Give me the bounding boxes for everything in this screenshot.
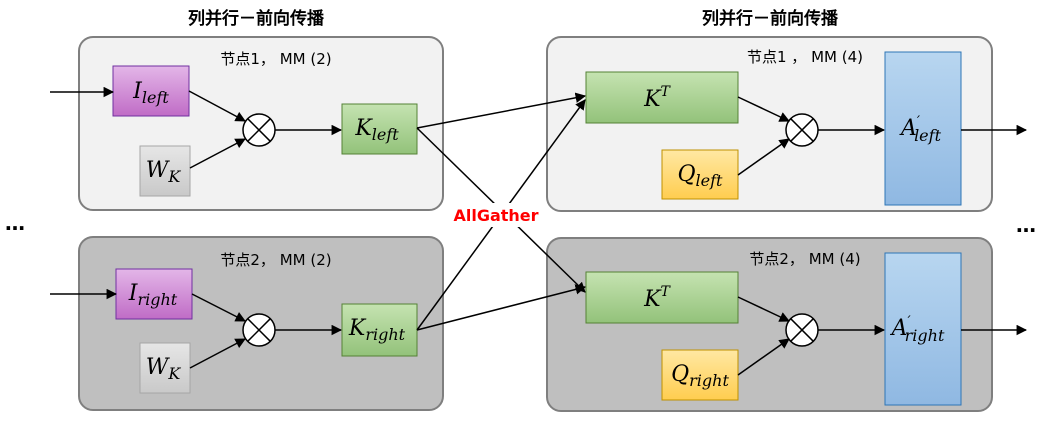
q-right-label: Qright [671, 362, 729, 390]
panel-top-left-label: 节点1， MM (2) [220, 50, 331, 68]
arrows-right [737, 96, 1028, 376]
right-section-title: 列并行－前向传播 [702, 8, 839, 29]
panel-top-right-label: 节点1 ， MM (4) [747, 48, 863, 66]
a-left-box [884, 51, 962, 206]
ellipsis-right: … [1016, 213, 1036, 237]
a-right-label: A′right [890, 314, 945, 345]
q-right-box [661, 349, 739, 401]
left-section-title: 列并行－前向传播 [188, 8, 325, 29]
kt-bottom-box [585, 271, 739, 324]
q-left-label: Qleft [678, 162, 724, 190]
k-right-label: Kright [348, 316, 406, 344]
k-right-box [341, 303, 418, 357]
wk-top-label: WK [146, 158, 182, 186]
kt-top-label: KT [643, 84, 671, 112]
i-left-label: Ileft [132, 79, 169, 107]
allgather-label-bg [446, 203, 546, 227]
allgather-label: AllGather [453, 206, 538, 225]
a-left-label: A′left [899, 114, 942, 145]
arrows-left [50, 86, 343, 369]
kt-top-box [585, 71, 739, 124]
panel-bottom-right-label: 节点2， MM (4) [749, 250, 860, 268]
wk-bottom-label: WK [146, 355, 182, 383]
panel-bottom-left-label: 节点2， MM (2) [220, 251, 331, 269]
q-left-box [661, 149, 739, 200]
kt-bottom-label: KT [643, 284, 671, 312]
ellipsis-left: … [5, 211, 25, 235]
i-left-box [112, 65, 190, 117]
i-right-label: Iright [128, 281, 178, 309]
wk-top-box [139, 145, 191, 197]
wk-bottom-box [139, 342, 191, 394]
i-right-box [115, 268, 193, 320]
a-right-box [884, 252, 962, 406]
k-left-label: Kleft [354, 116, 399, 144]
